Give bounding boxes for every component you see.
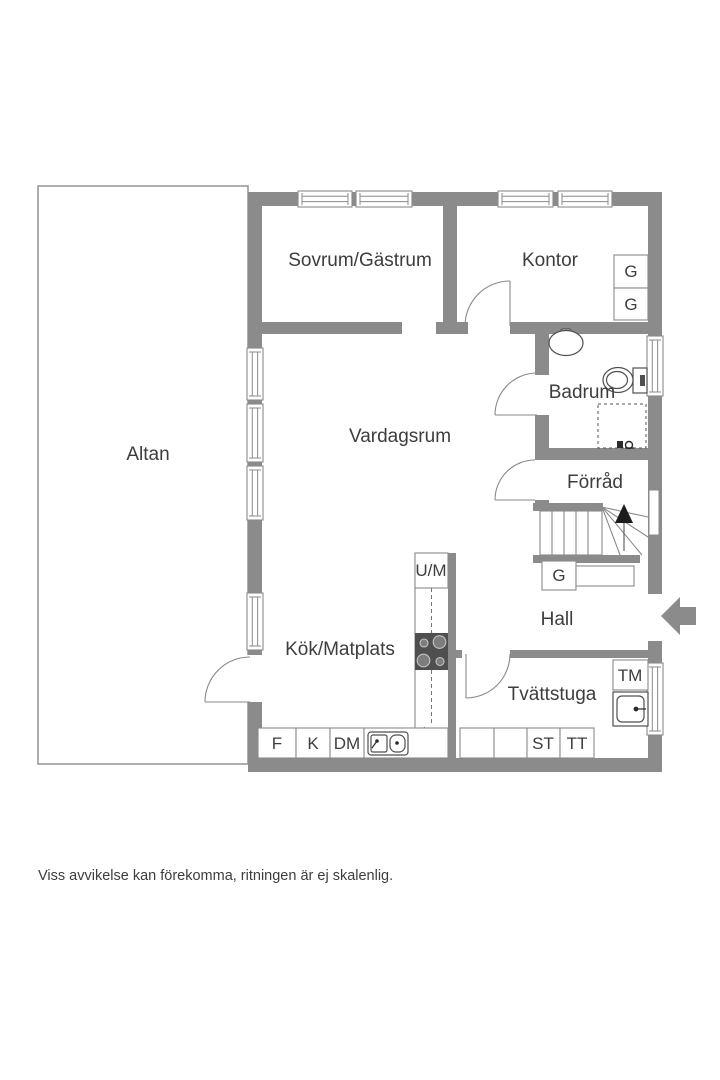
- fridge-label: F: [272, 734, 282, 753]
- disclaimer-text: Viss avvikelse kan förekomma, ritningen …: [38, 868, 393, 884]
- room-label-hall: Hall: [541, 609, 574, 630]
- wall-badrum-west-2: [535, 415, 549, 460]
- shower-icon: [597, 403, 647, 450]
- wall-bottom: [248, 758, 662, 772]
- kontor-door: [464, 280, 511, 327]
- wardrobe-box: [613, 254, 649, 289]
- laundry-fixtures: [459, 659, 649, 759]
- freezer-label: K: [307, 734, 319, 753]
- window-icon: [646, 335, 664, 397]
- forrad-door: [494, 459, 536, 501]
- counter-cell: [493, 727, 528, 759]
- altan-door: [204, 656, 251, 703]
- toilet-icon: [602, 366, 648, 394]
- room-label-altan: Altan: [126, 444, 169, 465]
- bathroom-fixtures: [548, 328, 648, 450]
- window-icon: [297, 190, 353, 208]
- dishwasher-box: [329, 727, 365, 759]
- room-label-tvattstuga: Tvättstuga: [508, 684, 597, 705]
- window-icon: [246, 403, 264, 463]
- fridge-box: [257, 727, 297, 759]
- dryer-box: [526, 727, 561, 759]
- wall-kontor-south: [510, 322, 648, 334]
- drying-cabinet-box: [559, 727, 595, 759]
- tvattstuga-door: [465, 653, 511, 699]
- staircase: [539, 504, 649, 556]
- stairs-up-arrow-icon: [615, 504, 633, 523]
- window-icon: [557, 190, 613, 208]
- wall-badrum-forrad: [549, 448, 648, 460]
- wall-badrum-west-1: [535, 322, 549, 375]
- room-label-badrum: Badrum: [549, 382, 616, 403]
- hall-bench: [575, 565, 635, 587]
- window-icon: [246, 592, 264, 651]
- stove-icon: [415, 633, 448, 670]
- entry-door-opening: [647, 594, 663, 641]
- room-label-vardagsrum: Vardagsrum: [349, 426, 451, 447]
- wall-sovrum-kontor: [443, 206, 457, 324]
- window-icon: [497, 190, 554, 208]
- wardrobe-label: G: [624, 262, 637, 281]
- room-label-kok: Kök/Matplats: [285, 639, 395, 660]
- storage-layer: [541, 254, 649, 591]
- stair-niche: [648, 489, 660, 536]
- labels-layer: Altan Sovrum/Gästrum Kontor Badrum Varda…: [126, 250, 642, 753]
- altan-outline: [37, 185, 249, 765]
- oven-microwave-label: U/M: [415, 561, 446, 580]
- windows-layer: [246, 190, 664, 736]
- doors-layer: [204, 280, 538, 703]
- wardrobe-label: G: [552, 566, 565, 585]
- wall-tvatt-stub: [448, 650, 462, 658]
- room-label-sovrum: Sovrum/Gästrum: [288, 250, 432, 271]
- window-icon: [246, 465, 264, 521]
- wall-stub: [436, 322, 468, 334]
- entry-arrow-icon: [661, 597, 696, 635]
- wall-tvatt-north: [510, 650, 648, 658]
- bathroom-sink-icon: [548, 328, 584, 357]
- window-icon: [246, 347, 264, 401]
- washing-machine-label: TM: [618, 666, 643, 685]
- drying-cabinet-label: TT: [567, 734, 588, 753]
- washing-machine-box: [612, 659, 649, 691]
- room-label-forrad: Förråd: [567, 472, 623, 493]
- laundry-sink-icon: [612, 691, 649, 727]
- badrum-door: [494, 372, 538, 416]
- kitchen-sink-icon: [367, 731, 409, 756]
- room-label-kontor: Kontor: [522, 250, 579, 271]
- wardrobe-box: [613, 287, 649, 321]
- wardrobe-box: [541, 560, 577, 591]
- stair-treads-box: [539, 510, 603, 556]
- window-icon: [646, 662, 664, 736]
- kitchen-fixtures: [257, 552, 449, 759]
- freezer-box: [295, 727, 331, 759]
- wall-stairs-bottom: [533, 555, 640, 563]
- altan-door-opening: [247, 655, 263, 702]
- dryer-label: ST: [532, 734, 554, 753]
- window-icon: [355, 190, 413, 208]
- counter-cell: [459, 727, 495, 759]
- wall-stairs-top: [533, 503, 603, 511]
- wardrobe-label: G: [624, 295, 637, 314]
- wall-sovrum-south: [262, 322, 402, 334]
- dishwasher-label: DM: [334, 734, 360, 753]
